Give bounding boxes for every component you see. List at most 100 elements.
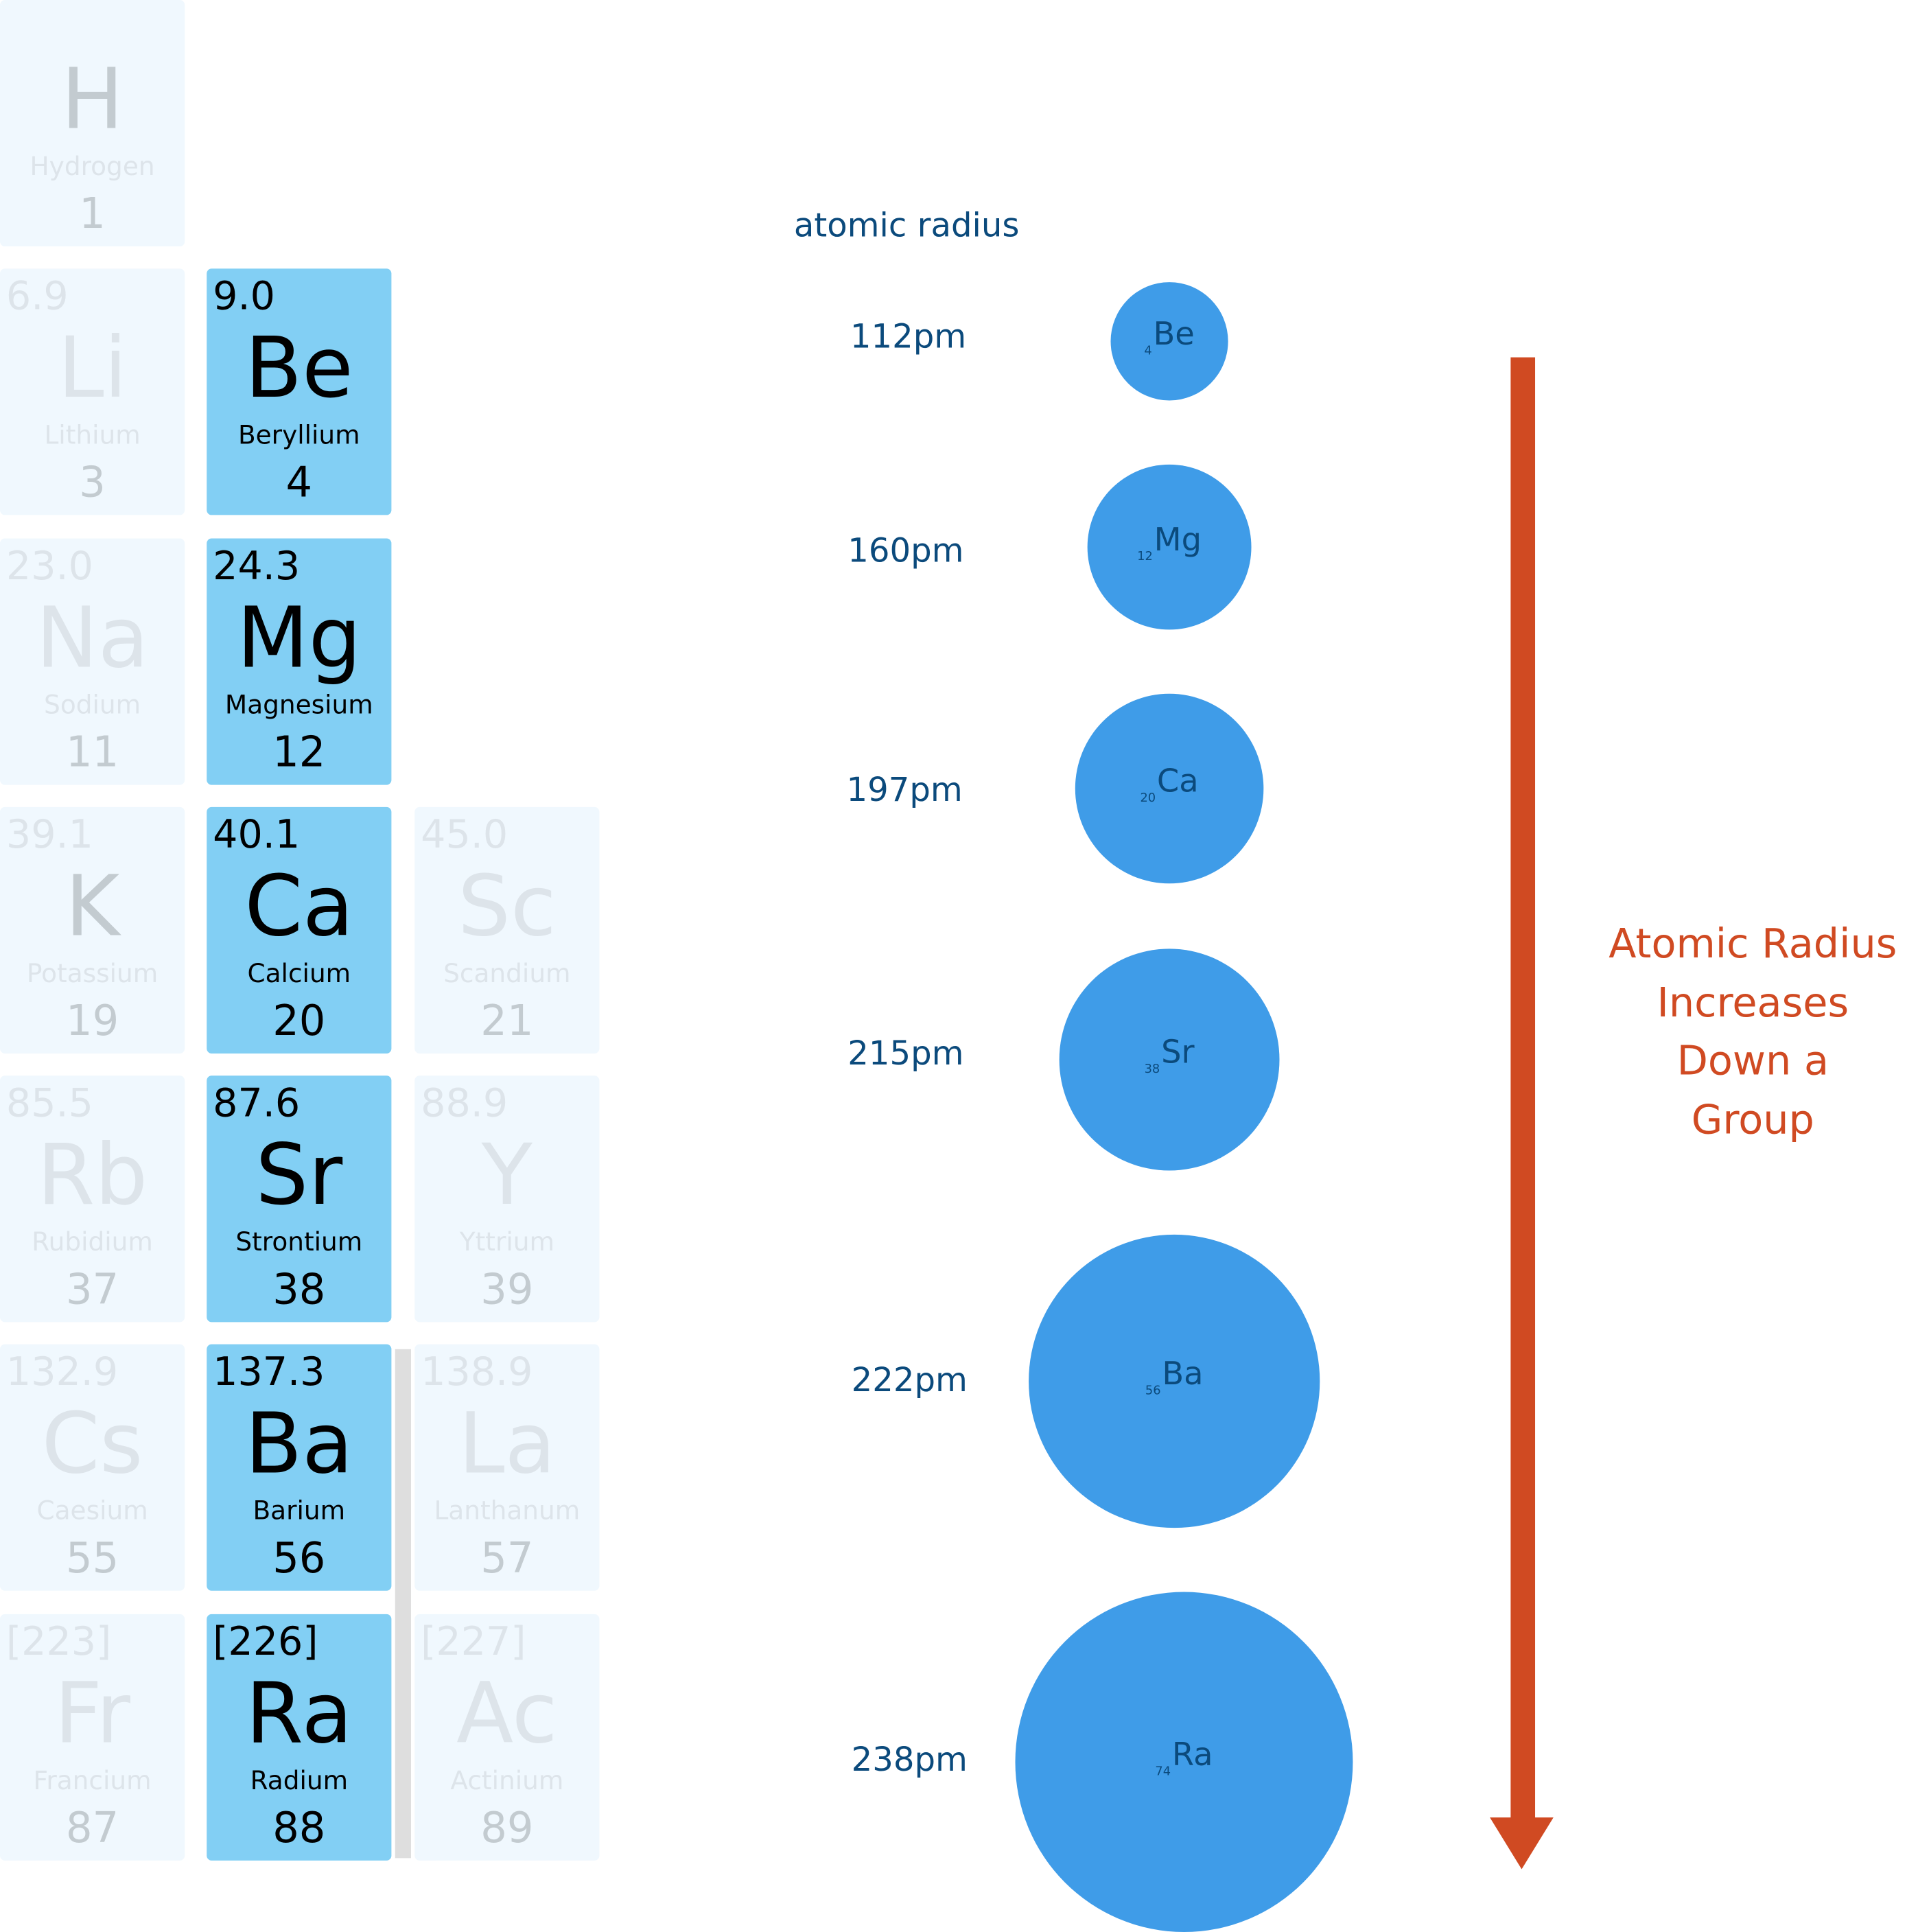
element-number: 87 bbox=[66, 1804, 119, 1854]
trend-line: Atomic Radius bbox=[1609, 919, 1897, 968]
element-name: Scandium bbox=[443, 958, 571, 988]
element-number: 20 bbox=[272, 997, 326, 1047]
element-symbol: Cs bbox=[41, 1396, 143, 1493]
element-name: Calcium bbox=[247, 958, 351, 988]
element-symbol: K bbox=[65, 859, 120, 957]
lanthanide-divider bbox=[395, 1349, 411, 1859]
atom-label: 4Be bbox=[1144, 316, 1194, 358]
element-number: 21 bbox=[480, 997, 534, 1047]
atom-symbol: Mg bbox=[1154, 522, 1202, 559]
element-number: 89 bbox=[480, 1804, 534, 1854]
element-mass: 39.1 bbox=[5, 811, 93, 858]
element-number: 88 bbox=[272, 1804, 326, 1854]
atom-label: 20Ca bbox=[1140, 763, 1198, 805]
atom-label: 74Ra bbox=[1155, 1737, 1213, 1779]
element-mass: 9.0 bbox=[213, 272, 275, 319]
trend-arrow-head-icon bbox=[1490, 1817, 1554, 1870]
element-symbol: Y bbox=[481, 1127, 533, 1225]
element-symbol: Sc bbox=[458, 859, 557, 957]
atom-circle: 4Be bbox=[1110, 282, 1228, 401]
atom-label: 12Mg bbox=[1137, 522, 1202, 563]
element-name: Strontium bbox=[235, 1227, 363, 1257]
element-name: Actinium bbox=[450, 1765, 564, 1795]
element-name: Potassium bbox=[26, 958, 159, 988]
trend-line: Increases bbox=[1657, 977, 1849, 1026]
atom-circle: 12Mg bbox=[1087, 464, 1252, 630]
element-symbol: H bbox=[60, 51, 124, 150]
element-symbol: Ra bbox=[245, 1666, 353, 1764]
atomic-number: 4 bbox=[1144, 344, 1152, 358]
element-mass: 137.3 bbox=[213, 1348, 325, 1395]
element-mass: [223] bbox=[5, 1618, 112, 1665]
element-symbol: Rb bbox=[36, 1127, 148, 1225]
atom-symbol: Sr bbox=[1161, 1034, 1195, 1072]
element-name: Radium bbox=[250, 1765, 349, 1795]
element-mass: 40.1 bbox=[213, 811, 301, 858]
trend-arrow-shaft bbox=[1510, 357, 1536, 1824]
atomic-number: 56 bbox=[1145, 1384, 1161, 1398]
element-symbol: La bbox=[458, 1396, 556, 1493]
element-mass: 45.0 bbox=[421, 811, 508, 858]
trend-line: Group bbox=[1691, 1095, 1814, 1143]
element-symbol: Mg bbox=[237, 590, 362, 688]
atom-circle: 56Ba bbox=[1029, 1234, 1320, 1528]
element-number: 55 bbox=[66, 1534, 119, 1583]
atom-symbol: Be bbox=[1153, 316, 1195, 353]
element-symbol: Sr bbox=[255, 1127, 343, 1225]
element-number: 1 bbox=[79, 189, 106, 240]
atom-symbol: Ca bbox=[1156, 763, 1199, 801]
element-mass: 85.5 bbox=[5, 1079, 93, 1126]
element-name: Lithium bbox=[44, 420, 141, 450]
atomic-number: 20 bbox=[1140, 791, 1156, 806]
atomic-radius-heading: atomic radius bbox=[793, 207, 1020, 246]
element-name: Lanthanum bbox=[434, 1495, 581, 1526]
element-number: 11 bbox=[66, 728, 119, 778]
element-symbol: Ba bbox=[245, 1396, 353, 1493]
atomic-number: 12 bbox=[1137, 550, 1153, 564]
element-number: 39 bbox=[480, 1265, 534, 1315]
element-mass: 24.3 bbox=[213, 542, 301, 590]
element-mass: 87.6 bbox=[213, 1079, 301, 1126]
element-number: 57 bbox=[480, 1534, 534, 1583]
trend-line: Down a bbox=[1676, 1036, 1829, 1084]
element-name: Beryllium bbox=[237, 420, 360, 450]
element-mass: 132.9 bbox=[5, 1348, 119, 1395]
element-mass: 88.9 bbox=[421, 1079, 508, 1126]
element-symbol: Be bbox=[244, 320, 353, 418]
element-mass: [226] bbox=[213, 1618, 318, 1665]
element-symbol: Ca bbox=[244, 859, 354, 957]
element-name: Magnesium bbox=[224, 690, 373, 720]
element-symbol: Li bbox=[57, 320, 128, 418]
element-number: 38 bbox=[272, 1265, 326, 1315]
atom-label: 38Sr bbox=[1145, 1034, 1195, 1076]
element-name: Sodium bbox=[44, 690, 141, 720]
element-name: Hydrogen bbox=[30, 151, 155, 181]
element-number: 4 bbox=[285, 458, 313, 508]
element-symbol: Na bbox=[36, 590, 150, 688]
element-mass: 23.0 bbox=[5, 542, 93, 590]
element-number: 12 bbox=[272, 728, 326, 778]
atom-circle: 38Sr bbox=[1059, 948, 1280, 1171]
radius-value: 215pm bbox=[847, 1035, 964, 1073]
element-number: 37 bbox=[66, 1265, 119, 1315]
element-name: Yttrium bbox=[459, 1227, 554, 1257]
atomic-number: 38 bbox=[1144, 1062, 1160, 1077]
atom-circle: 20Ca bbox=[1075, 693, 1264, 884]
